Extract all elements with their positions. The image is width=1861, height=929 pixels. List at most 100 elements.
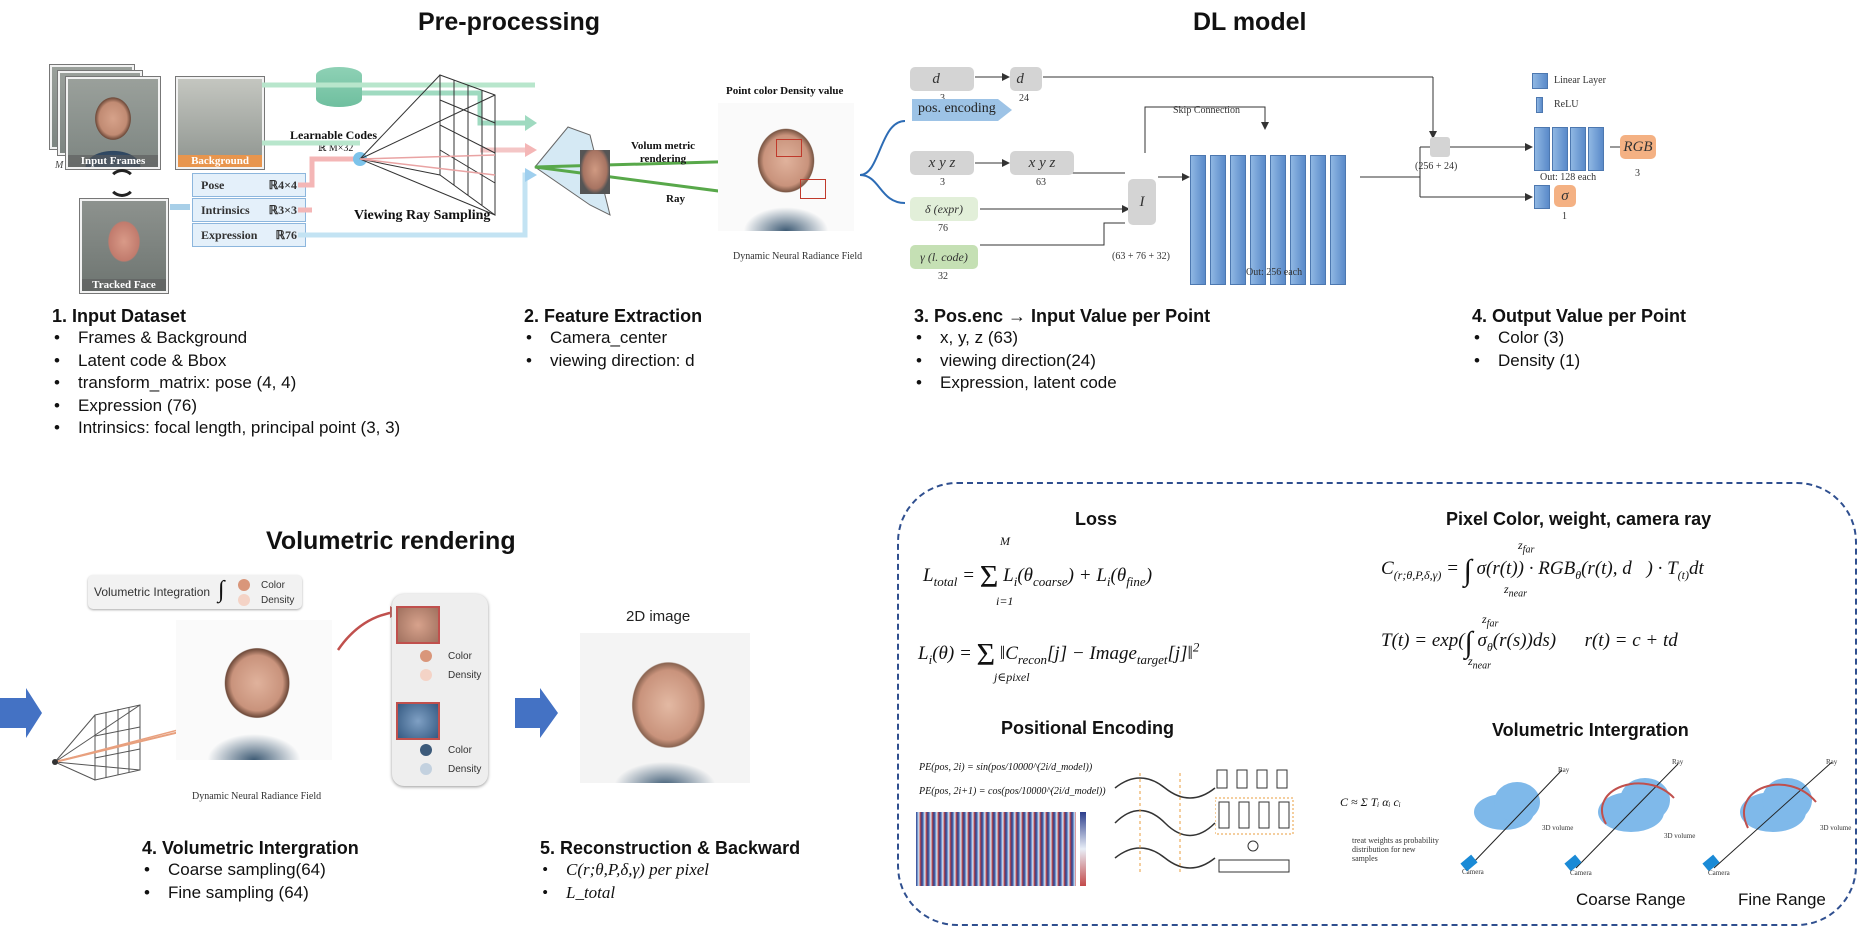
list-item: Expression, latent code [914,372,1210,395]
c-approx-formula: C ≈ Σ Tᵢ αᵢ cᵢ [1340,795,1401,809]
weights-note: treat weights as probability distributio… [1352,836,1439,863]
section-pos-enc: 3. Pos.enc → Input Value per Point x, y,… [914,306,1210,395]
intrinsics-box: Intrinsics ℝ3×3 [192,198,306,222]
tracked-face-label: Tracked Face [82,279,166,291]
list-item: x, y, z (63) [914,327,1210,350]
vol-integration-legend-label: Volumetric Integration [94,585,211,599]
loss-i-sum-lower: j∈pixel [994,670,1030,684]
dnrf-face-image [718,103,854,231]
sample-box-2 [800,179,826,199]
trans-int-lower: znear [1468,654,1492,672]
sample-crop-2 [396,702,440,740]
ray-label-3: Ray [1826,758,1838,766]
sigma-output-dim: 1 [1562,211,1567,222]
volumetric-rendering-figure: Volumetric Integration ∫ Color Density D… [0,570,780,825]
volum-metric-label: Volum metric rendering [630,140,696,165]
pose-dim: ℝ4×4 [268,178,297,192]
sample1-color-dot [420,650,432,662]
cycle-icon [108,169,136,197]
concat-node: I [1128,179,1156,225]
pe-embedding-diagram [1215,769,1294,873]
list-item: Intrinsics: focal length, principal poin… [52,417,400,440]
learnable-codes-dim: ℝ M×32 [318,143,354,154]
color-dot-icon [238,579,250,591]
section-reconstruction: 5. Reconstruction & Backward C(r;θ,P,δ,γ… [540,838,800,904]
layer-7 [1310,155,1326,285]
section-output-value: 4. Output Value per Point Color (3) Dens… [1472,306,1686,372]
volrender-dnrf-caption: Dynamic Neural Radiance Field [192,791,322,802]
layer-8 [1330,155,1346,285]
rgb-layer-3 [1570,127,1586,171]
section-feature-extraction: 2. Feature Extraction Camera_center view… [524,306,702,372]
formula-panel [897,482,1857,926]
intrinsics-dim: ℝ3×3 [268,203,297,217]
camera-label-1: Camera [1462,868,1484,876]
vol-int-scene-3: Ray 3D volume Camera [1702,758,1854,878]
loss-title: Loss [1075,509,1118,529]
sample2-color-label: Color [448,745,472,756]
sigma-layer [1534,185,1550,209]
sigma-output: σ [1554,185,1576,207]
pe-cos-formula: PE(pos, 2i+1) = cos(pos/10000^(2i/d_mode… [919,786,1106,797]
delta-expr-dim: 76 [938,223,948,234]
layer-2 [1210,155,1226,285]
xyz-input: x y z [910,151,974,175]
list-item: Latent code & Bbox [52,350,400,373]
xyz-encoded: x y z [1010,151,1074,175]
integral-icon: ∫ [218,577,225,603]
input-frame-front: Input Frames [66,77,160,169]
section-title: 1. Input Dataset [52,306,187,326]
image-2d-label: 2D image [626,608,691,625]
skip-connection-label: Skip Connection [1173,105,1240,116]
list-item: Coarse sampling(64) [142,859,359,882]
pe-sine-waves [1114,773,1216,873]
positional-encoding-title: Positional Encoding [1001,718,1175,738]
list-item: C(r;θ,P,δ,γ) per pixel [540,859,800,882]
tracked-face-image: Tracked Face [80,199,168,293]
pe-sin-formula: PE(pos, 2i) = sin(pos/10000^(2i/d_model)… [919,762,1093,773]
section-title: 4. Output Value per Point [1472,306,1687,326]
layer-6 [1290,155,1306,285]
cloud-icon [1494,782,1540,822]
layer-1 [1190,155,1206,285]
merge-node [1430,137,1450,157]
intrinsics-label: Intrinsics [201,203,250,217]
list-item: Density (1) [1472,350,1686,373]
sample2-density-label: Density [448,764,482,775]
rgb-layer-1 [1534,127,1550,171]
loss-sum-upper: M [1000,534,1010,548]
pixel-color-title: Pixel Color, weight, camera ray [1446,509,1712,529]
fine-range-label: Fine Range [1738,890,1826,909]
expression-label: Expression [201,228,258,242]
section-input-dataset: 1. Input Dataset Frames & Background Lat… [52,306,400,440]
layer-4 [1250,155,1266,285]
camera-label-2: Camera [1570,869,1592,877]
list-item: L_total [540,882,800,905]
ray-line-3 [1713,761,1833,869]
volrender-face-image [176,620,332,760]
mlp-layers [1190,155,1360,289]
pos-encoding-label: pos. encoding [918,101,996,116]
background-image: Background [176,77,264,169]
viewing-ray-label: Viewing Ray Sampling [354,208,491,223]
camera-label-3: Camera [1708,869,1730,877]
section-title: 4. Volumetric Intergration [142,838,359,858]
legend-color-label: Color [261,580,285,591]
list-item: viewing direction(24) [914,350,1210,373]
input-frames-label: Input Frames [68,155,158,167]
legend-relu-label: ReLU [1554,99,1579,110]
delta-expr-input: δ (expr) [910,197,978,221]
point-color-density-label: Point color Density value [726,85,844,97]
preprocessing-connectors [170,74,802,238]
heading-dl-model: DL model [1193,8,1307,36]
ray-label: Ray [666,193,685,205]
section-title: 5. Reconstruction & Backward [540,838,801,858]
legend-linear-label: Linear Layer [1554,75,1606,86]
rgb-output: RGB [1620,135,1656,159]
sample2-color-dot [420,744,432,756]
heading-preprocessing: Pre-processing [418,8,601,36]
pixel-int-upper: zfar [1518,538,1535,556]
merge-dim: (256 + 24) [1415,161,1458,172]
vol-int-scene-1: Ray 3D volume Camera [1460,766,1597,876]
